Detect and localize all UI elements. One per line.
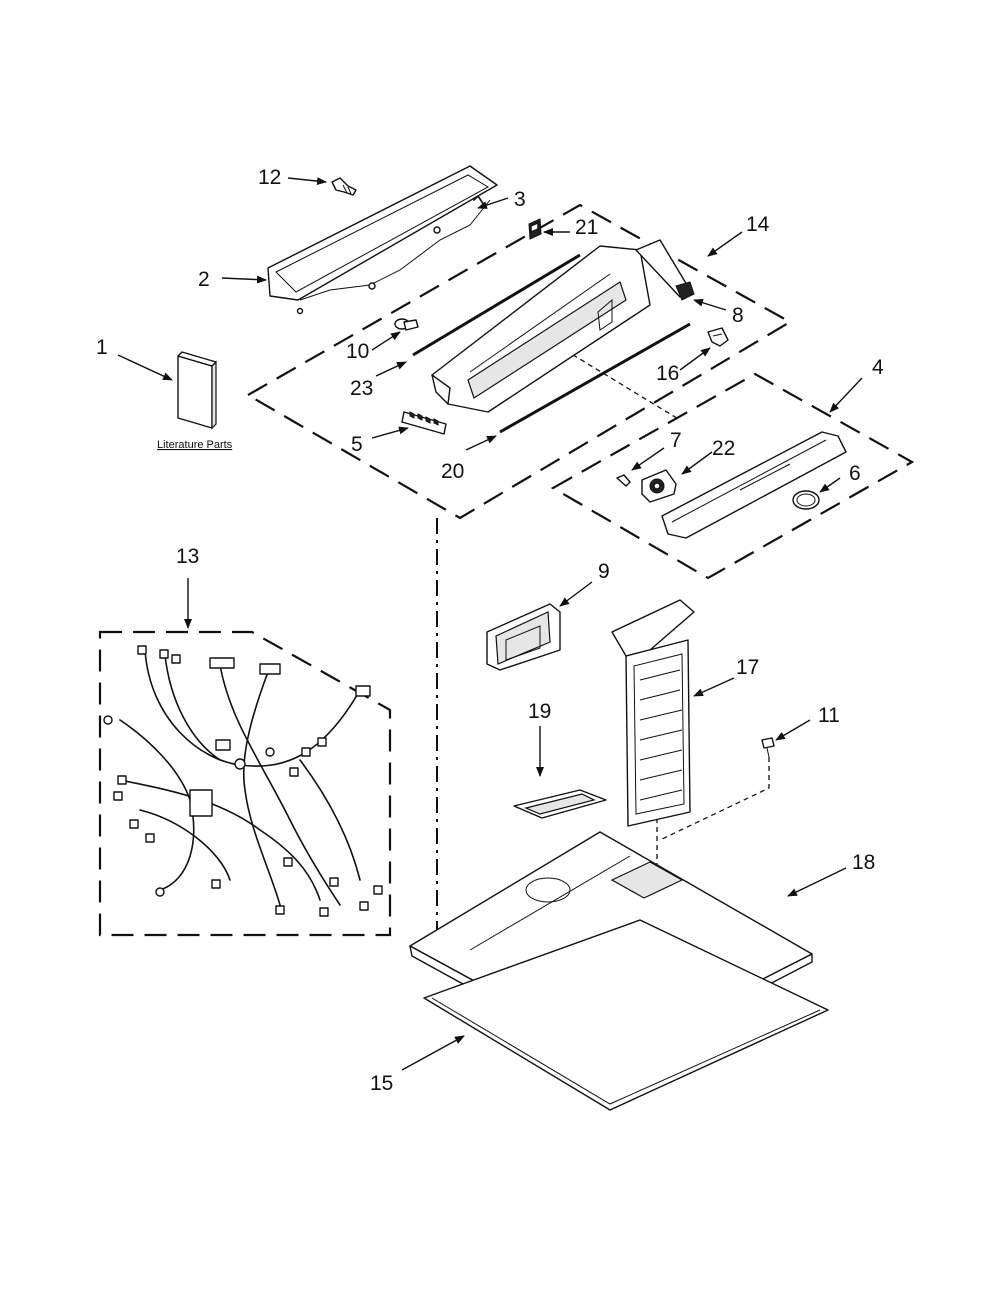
console-housing <box>431 245 651 413</box>
callout-9: 9 <box>598 560 610 583</box>
callout-2: 2 <box>198 268 210 291</box>
clip-16 <box>707 327 729 347</box>
console-guide-line <box>564 349 681 421</box>
console-back-panel <box>267 165 498 315</box>
callout-23: 23 <box>350 377 373 400</box>
clip-21 <box>528 218 542 240</box>
callout-18: 18 <box>852 851 875 874</box>
callout-3: 3 <box>514 188 526 211</box>
callout-15: 15 <box>370 1072 393 1095</box>
switch-22 <box>641 469 677 503</box>
callout-19: 19 <box>528 700 551 723</box>
rod-23 <box>412 253 581 357</box>
wiring-harness-group-outline <box>98 630 392 937</box>
leader-arrows <box>117 177 863 1071</box>
control-board-9 <box>486 603 561 671</box>
callout-10: 10 <box>346 340 369 363</box>
callout-12: 12 <box>258 166 281 189</box>
bushing-10 <box>394 318 419 331</box>
ui-board-5 <box>401 411 447 435</box>
literature-booklet <box>177 351 217 430</box>
callout-1: 1 <box>96 336 108 359</box>
callout-7: 7 <box>670 429 682 452</box>
callout-5: 5 <box>351 433 363 456</box>
literature-parts-label: Literature Parts <box>157 439 233 451</box>
screw-11 <box>761 737 775 758</box>
duct-19 <box>513 789 607 819</box>
callout-17: 17 <box>736 656 759 679</box>
callout-22: 22 <box>712 437 735 460</box>
callout-11: 11 <box>818 704 840 727</box>
console-panel-group-outline <box>550 372 915 580</box>
bracket-8 <box>635 239 695 301</box>
screw-11-guide-line <box>659 757 770 841</box>
callout-21: 21 <box>575 216 598 239</box>
screw-7 <box>616 474 631 487</box>
callout-20: 20 <box>441 460 464 483</box>
knob-6 <box>792 490 820 510</box>
callout-8: 8 <box>732 304 744 327</box>
rod-20 <box>499 322 691 434</box>
callout-4: 4 <box>872 356 884 379</box>
callout-6: 6 <box>849 462 861 485</box>
wiring-harness-13 <box>103 645 383 917</box>
callout-14: 14 <box>746 213 770 236</box>
lint-screen-17 <box>611 599 695 827</box>
console-front-panel-4 <box>661 431 847 539</box>
callout-16: 16 <box>656 362 679 385</box>
callout-13: 13 <box>176 545 199 568</box>
screw-12 <box>331 177 357 196</box>
gasket-15 <box>423 919 829 1111</box>
